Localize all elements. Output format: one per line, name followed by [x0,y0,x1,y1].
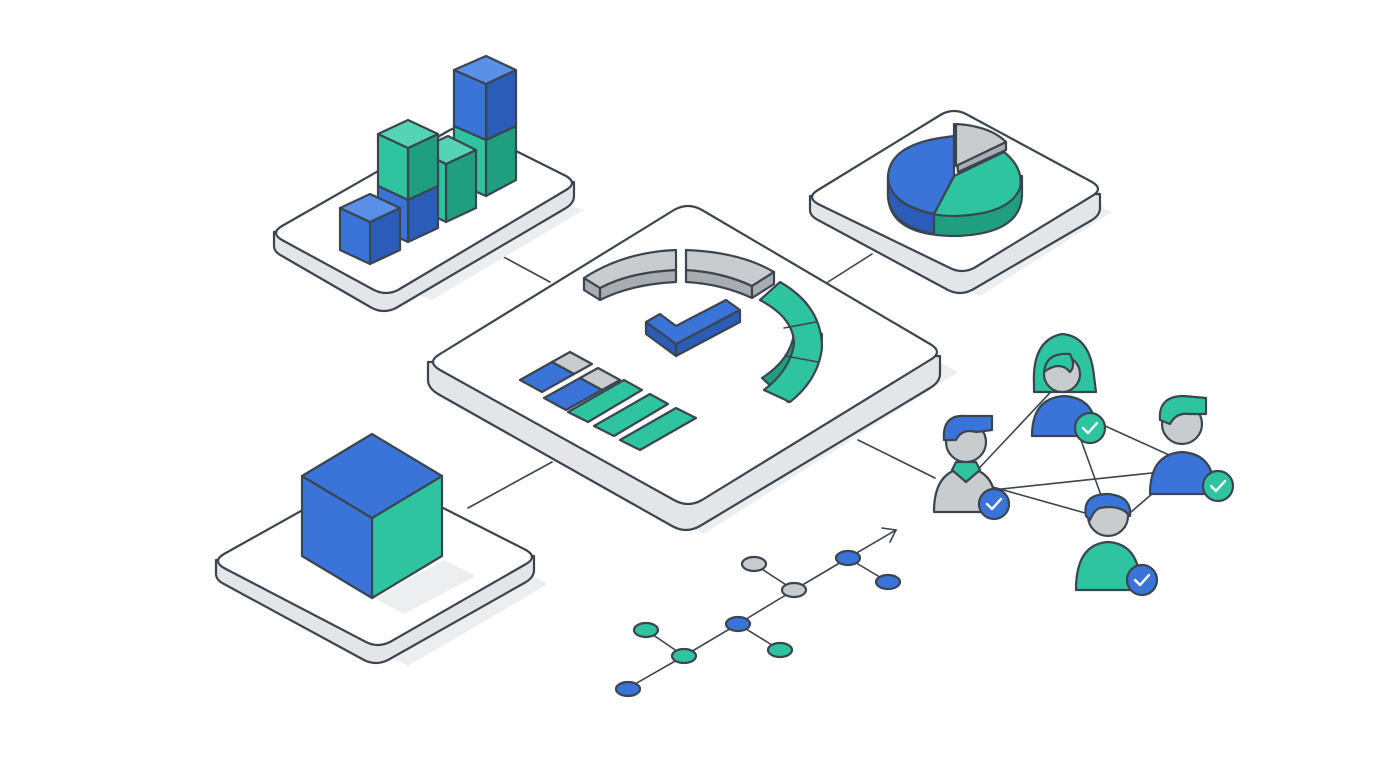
dashboard-gauge-icon [582,248,824,404]
verified-badge-icon [1073,411,1107,445]
trend-node [874,573,902,591]
progress-bars [518,350,698,452]
user-avatar [1074,492,1159,597]
connector-lines [467,253,936,509]
trend-node [740,555,768,573]
checkmark-icon [644,298,742,358]
trend-node [834,549,862,567]
progress-bar [618,406,698,452]
trend-node [670,647,698,665]
trend-node [614,680,642,698]
platform-top [431,204,939,506]
verified-badge-icon [1201,469,1235,503]
progress-bar [542,366,622,412]
progress-bar [566,378,644,424]
trend-node [766,641,794,659]
user-avatar [1030,332,1107,445]
verified-badge-icon [977,487,1011,521]
progress-bar [518,350,594,394]
trend-node [724,615,752,633]
dashboard-platform [426,204,958,534]
bar-chart-blocks-icon [338,54,518,266]
trend-node [632,621,660,639]
cube-icon [300,432,476,614]
verified-badge-icon [1125,563,1159,597]
user-network-icon [932,332,1235,597]
trend-node [780,581,808,599]
progress-bar [592,392,670,438]
user-avatar [1148,394,1235,503]
user-avatar [932,414,1011,521]
pie-chart-icon [886,122,1024,238]
trend-line-icon [614,527,902,698]
